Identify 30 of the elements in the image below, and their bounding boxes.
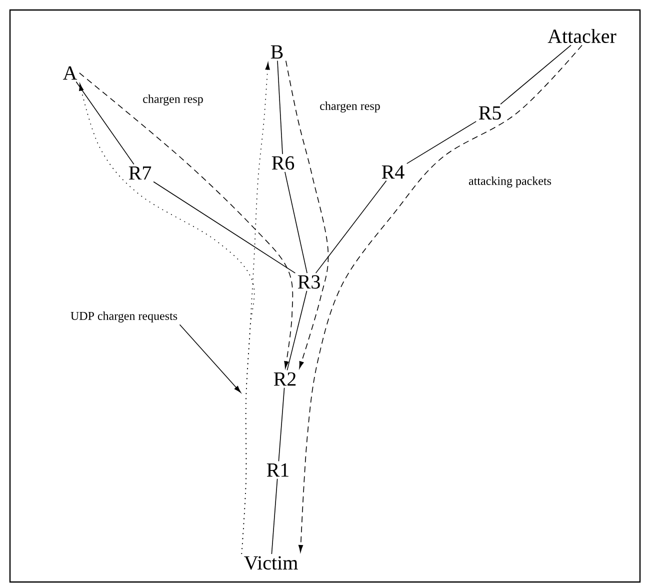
router-label: R7 (128, 166, 152, 180)
edge-label: attacking packets (468, 176, 552, 188)
router-label: A (62, 66, 78, 80)
link-line (277, 60, 283, 154)
link-line (271, 478, 278, 554)
link-line (315, 180, 387, 274)
flow-arrow (79, 72, 294, 368)
router-label: R5 (478, 106, 501, 120)
router-label: Victim (244, 556, 298, 570)
leader-arrow (179, 324, 241, 393)
link-line (278, 387, 285, 462)
link-line (406, 121, 477, 164)
router-label: R1 (266, 463, 288, 477)
router-label: Attacker (548, 28, 616, 44)
router-label: R4 (382, 165, 404, 179)
link-line (153, 181, 296, 274)
annotation-text: UDP chargen requests (70, 312, 178, 322)
edge-label: chargen resp (142, 94, 204, 106)
flow-arrow (298, 44, 582, 552)
router-label: R6 (272, 156, 294, 170)
flow-arrow (285, 60, 329, 368)
flow-arrow (241, 62, 270, 554)
router-label: B (270, 45, 283, 59)
edge-label: chargen resp (318, 100, 382, 114)
router-label: R3 (298, 275, 320, 289)
link-line (284, 172, 308, 274)
link-line (500, 44, 572, 105)
link-line (76, 81, 134, 165)
router-label: R2 (274, 372, 296, 386)
link-line (286, 290, 308, 371)
